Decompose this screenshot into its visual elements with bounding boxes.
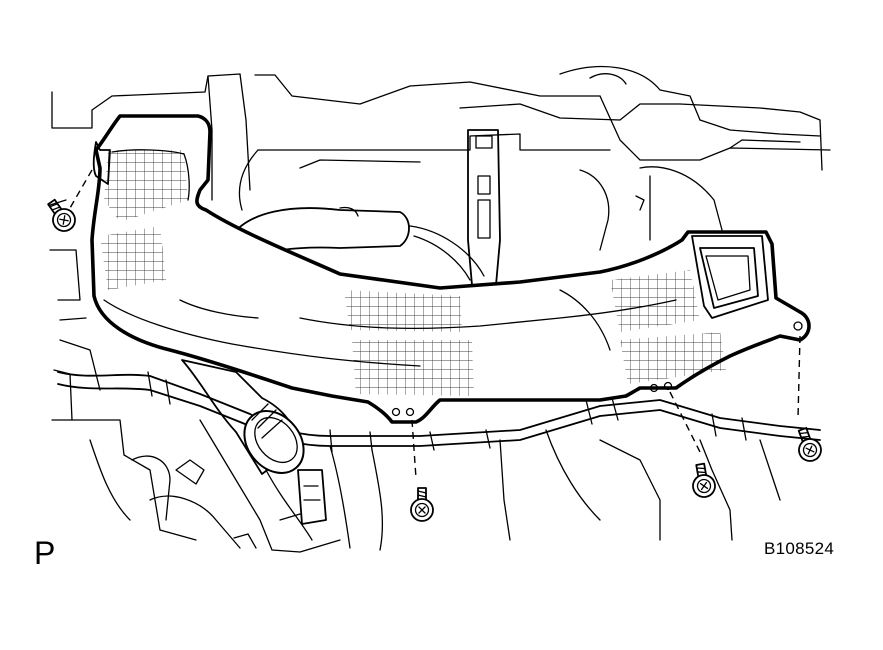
air-duct <box>90 114 811 424</box>
bolt-right-lower <box>688 461 718 500</box>
view-letter-label: P <box>34 535 56 571</box>
bolt-center <box>410 487 434 522</box>
figure-code-label: B108524 <box>764 539 835 558</box>
bolt-right <box>791 424 825 465</box>
bolt-guide-lines <box>69 169 801 479</box>
